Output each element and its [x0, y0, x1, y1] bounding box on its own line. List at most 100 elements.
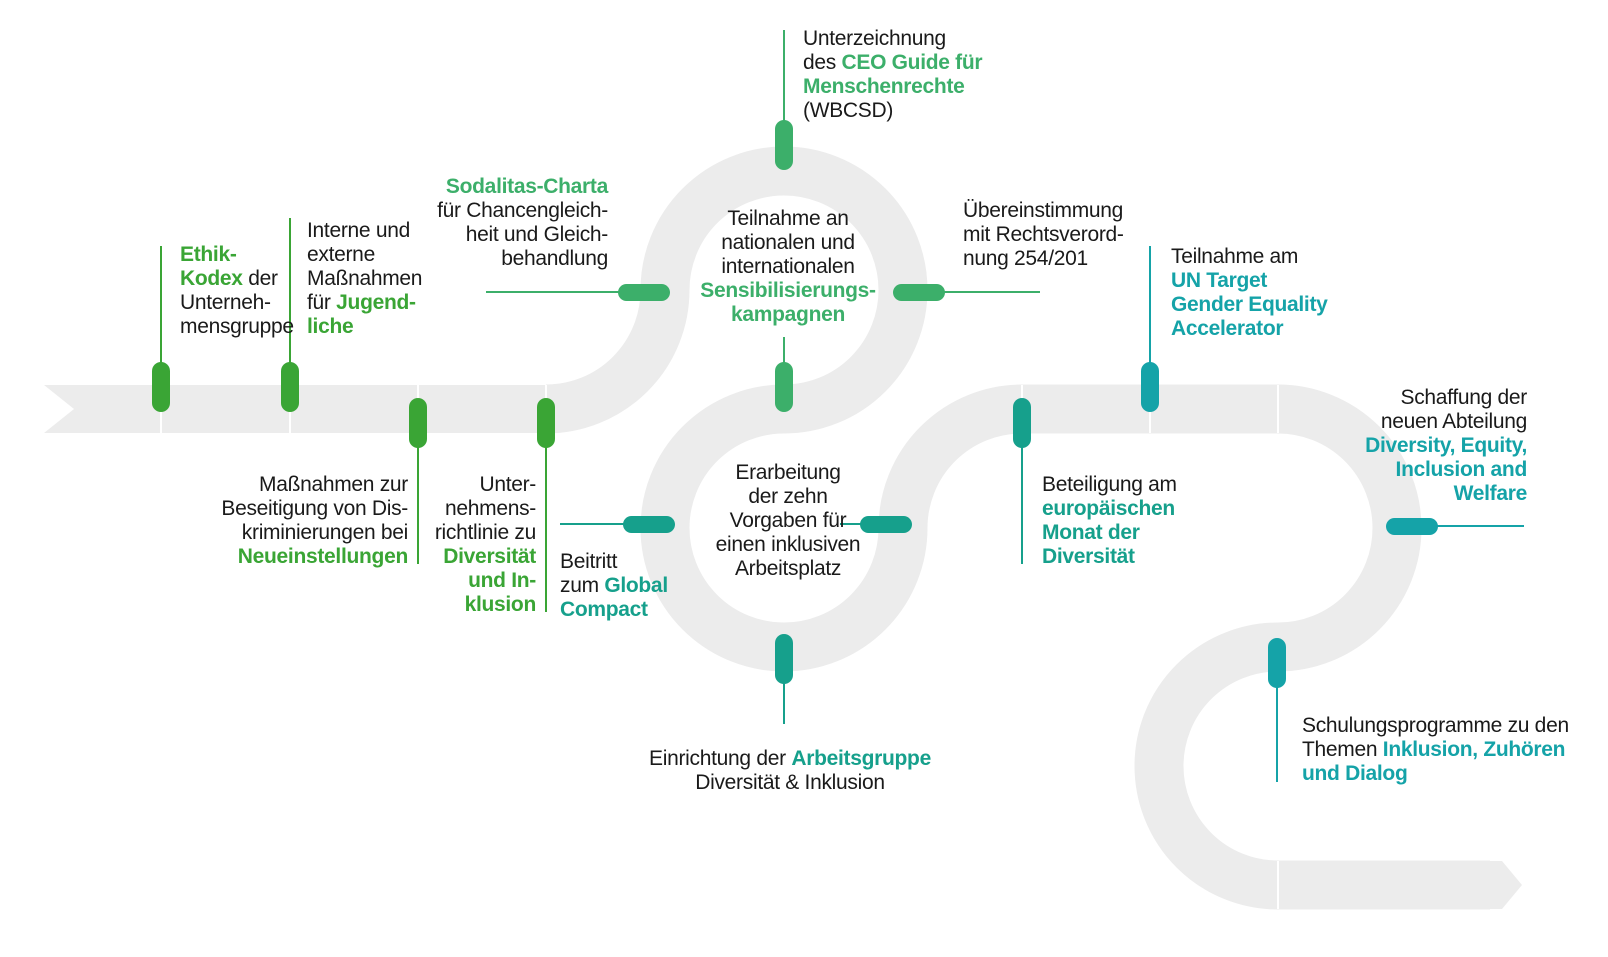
label-text: Interne und: [307, 219, 410, 242]
highlight-text: Kodex: [180, 267, 243, 290]
label-line: Diversity, Equity,: [1365, 434, 1527, 458]
label-text: Unterneh-: [180, 291, 271, 314]
label-line: einen inklusiven: [690, 533, 886, 557]
label-line: Beseitigung von Dis-: [221, 497, 408, 521]
label-line: Vorgaben für: [690, 509, 886, 533]
label-line: internationalen: [690, 255, 886, 279]
highlight-text: klusion: [464, 593, 537, 616]
label-line: externe: [307, 243, 422, 267]
label-line: Kodex der: [180, 267, 294, 291]
label-text: Beteiligung am: [1042, 473, 1177, 496]
milestone-markers: [152, 120, 1438, 688]
highlight-text: CEO Guide für: [841, 51, 983, 74]
label-text: Diversität & Inklusion: [695, 771, 885, 794]
label-line: Diversität: [435, 545, 536, 569]
label-text: Teilnahme an: [727, 207, 849, 230]
highlight-text: UN Target: [1171, 269, 1268, 292]
label-text: für Chancengleich-: [437, 199, 608, 222]
highlight-text: und In-: [468, 569, 536, 592]
label-text: Themen: [1302, 738, 1383, 761]
label-line: UN Target: [1171, 269, 1328, 293]
label-line: Teilnahme am: [1171, 245, 1328, 269]
highlight-text: Sodalitas-Charta: [445, 175, 608, 198]
label-text: Erarbeitung: [735, 461, 841, 484]
label-line: Unter-: [435, 473, 536, 497]
label-text: nehmens-: [445, 497, 536, 520]
label-text: Maßnahmen: [307, 267, 423, 290]
label-line: Diversität & Inklusion: [600, 771, 980, 795]
label-line: Menschenrechte: [803, 75, 982, 99]
marker-sensibilisierung: [775, 362, 793, 412]
label-line: Sodalitas-Charta: [437, 175, 608, 199]
label-text: Maßnahmen zur: [259, 473, 408, 496]
label-line: Inclusion and: [1365, 458, 1528, 482]
label-line: kampagnen: [690, 303, 886, 327]
marker-arbeitsplatz: [860, 516, 912, 533]
label-line: nehmens-: [435, 497, 536, 521]
marker-jugendliche: [281, 362, 299, 412]
label-text: richtlinie zu: [434, 521, 536, 544]
highlight-text: Inklusion, Zuhören: [1382, 738, 1566, 761]
label-text: internationalen: [721, 255, 855, 278]
label-line: Teilnahme an: [690, 207, 886, 231]
marker-schulungen: [1268, 638, 1286, 688]
highlight-text: Diversity, Equity,: [1365, 434, 1527, 457]
label-line: und Dialog: [1302, 762, 1569, 786]
highlight-text: Welfare: [1453, 482, 1528, 505]
label-line: Interne und: [307, 219, 422, 243]
label-line: Beteiligung am: [1042, 473, 1177, 497]
highlight-text: Compact: [560, 598, 648, 621]
label-text: Vorgaben für: [729, 509, 847, 532]
label-line: mensgruppe: [180, 315, 294, 339]
marker-ethik-kodex: [152, 362, 170, 412]
label-text: kriminierungen bei: [241, 521, 409, 544]
highlight-text: Global: [604, 574, 668, 597]
label-line: für Chancengleich-: [437, 199, 608, 223]
label-text: Schulungsprogramme zu den: [1302, 714, 1569, 737]
highlight-text: Accelerator: [1171, 317, 1284, 340]
marker-rechtsverordnung: [893, 284, 945, 301]
label-text: Arbeitsplatz: [734, 557, 842, 580]
highlight-text: Gender Equality: [1171, 293, 1328, 316]
label-text: mensgruppe: [180, 315, 294, 338]
label-line: Accelerator: [1171, 317, 1328, 341]
label-text: des: [803, 51, 842, 74]
label-line: Ethik-: [180, 243, 294, 267]
label-line: kriminierungen bei: [221, 521, 409, 545]
marker-monat-diversitaet: [1013, 398, 1031, 448]
label-line: der zehn: [690, 485, 886, 509]
label-text: Einrichtung der: [649, 747, 792, 770]
label-line: Erarbeitung: [690, 461, 886, 485]
label-line: Compact: [560, 598, 668, 622]
label-line: Unterzeichnung: [803, 27, 982, 51]
label-line: klusion: [435, 593, 537, 617]
label-text: Unter-: [479, 473, 536, 496]
marker-neue-abteilung: [1386, 518, 1438, 535]
marker-ceo-guide: [775, 120, 793, 170]
marker-sodalitas: [618, 284, 670, 301]
label-line: Themen Inklusion, Zuhören: [1302, 738, 1569, 762]
marker-global-compact: [623, 516, 675, 533]
label-text: Übereinstimmung: [963, 199, 1124, 222]
label-line: und In-: [435, 569, 536, 593]
highlight-text: Neueinstellungen: [237, 545, 409, 568]
label-line: europäischen: [1042, 497, 1177, 521]
label-text: behandlung: [501, 247, 608, 270]
label-line: Sensibilisierungs-: [690, 279, 886, 303]
label-line: mit Rechtsverord-: [963, 223, 1124, 247]
label-text: Beseitigung von Dis-: [221, 497, 408, 520]
label-line: Welfare: [1365, 482, 1528, 506]
label-line: Schaffung der: [1365, 386, 1528, 410]
marker-gender-equality: [1141, 362, 1159, 412]
label-line: nationalen und: [690, 231, 886, 255]
label-line: Gender Equality: [1171, 293, 1328, 317]
label-line: heit und Gleich-: [437, 223, 609, 247]
road-end-arrow: [1488, 861, 1522, 909]
